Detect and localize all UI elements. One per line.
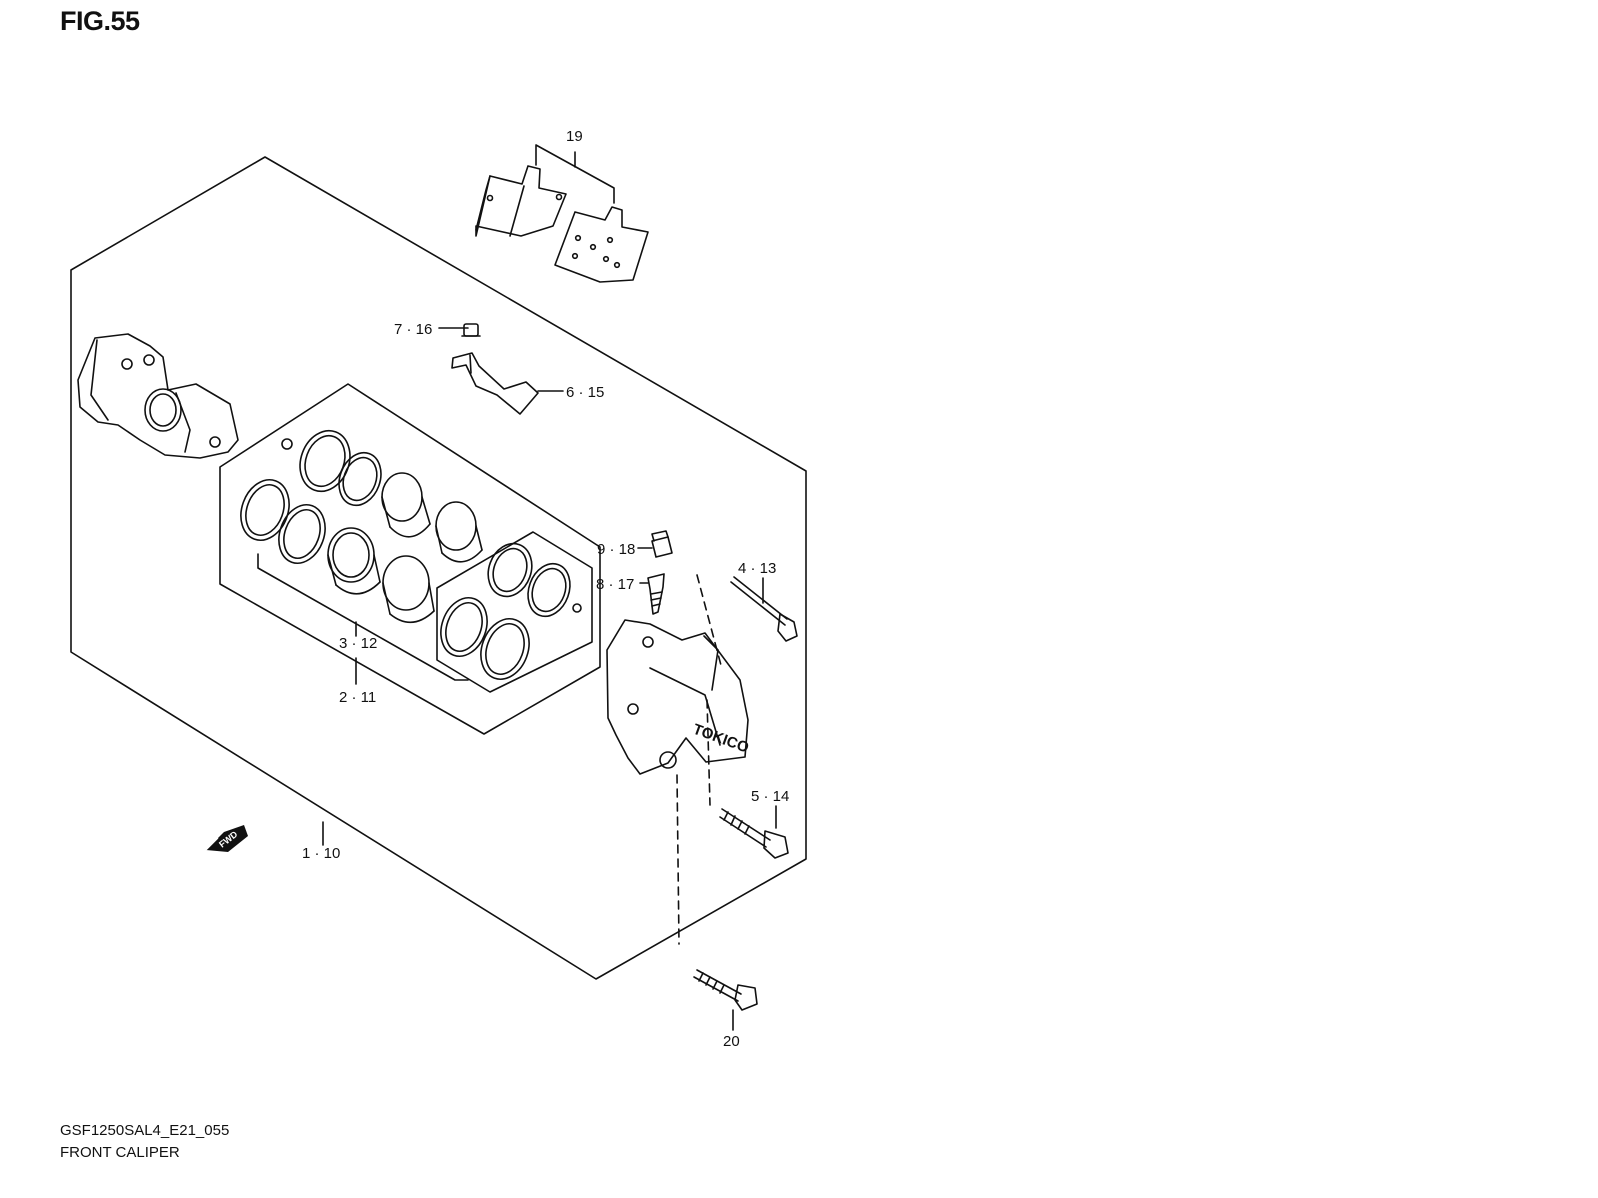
pad-set-bracket — [535, 144, 615, 204]
callout-7-16: 7 · 16 — [394, 321, 432, 338]
callout-3-12: 3 · 12 — [339, 635, 377, 652]
slide-pin-bolt — [719, 808, 789, 859]
callout-5-14: 5 · 14 — [751, 788, 789, 805]
piston-seals-upper — [240, 429, 382, 564]
caliper-mounting-bolt — [693, 969, 758, 1011]
callout-8-17: 8 · 17 — [596, 576, 634, 593]
pad-spring — [451, 352, 539, 415]
seal-subgroup-bracket — [257, 553, 469, 681]
callout-9-18: 9 · 18 — [597, 541, 635, 558]
callout-4-13: 4 · 13 — [738, 560, 776, 577]
caliper-pistons — [327, 472, 483, 624]
figure-title: FIG.55 — [60, 6, 140, 36]
caliper-half-right: TOKICO — [606, 619, 752, 775]
pad-pin-leader — [696, 574, 723, 670]
caliper-half-left — [77, 333, 239, 459]
seal-kit-frame — [219, 383, 601, 735]
figure-name: FRONT CALIPER — [60, 1144, 180, 1161]
callout-20: 20 — [723, 1033, 740, 1050]
piston-seals-lower — [436, 531, 593, 693]
caliper-bolt-leader — [676, 774, 680, 945]
figure-code: GSF1250SAL4_E21_055 — [60, 1122, 230, 1139]
forward-direction-arrow: FWD — [205, 825, 248, 852]
svg-text:TOKICO: TOKICO — [691, 721, 752, 757]
callout-1-10: 1 · 10 — [302, 845, 340, 862]
callout-19: 19 — [566, 128, 583, 145]
bleeder-valve — [647, 573, 665, 615]
callout-2-11: 2 · 11 — [339, 689, 376, 706]
callout-6-15: 6 · 15 — [566, 384, 604, 401]
brake-pad-left — [475, 165, 567, 237]
slide-pin-leader — [706, 699, 711, 806]
bleeder-cap — [651, 530, 673, 558]
caliper-assembly-frame — [70, 156, 807, 980]
pad-pin — [730, 576, 798, 642]
brake-pad-right — [554, 206, 649, 283]
pad-spring-screw — [461, 323, 481, 337]
